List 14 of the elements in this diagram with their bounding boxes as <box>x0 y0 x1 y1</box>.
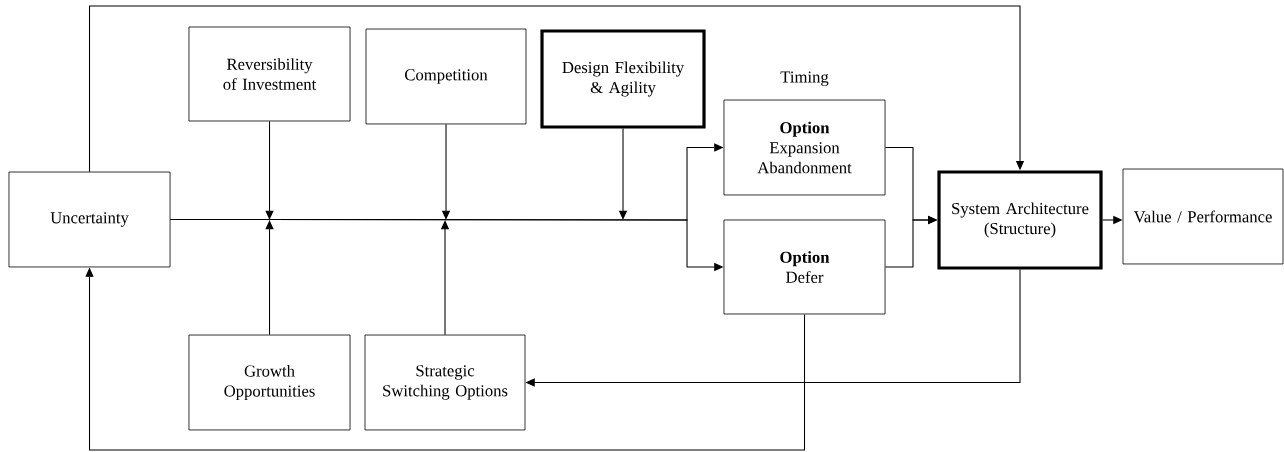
arrow <box>89 5 1025 173</box>
process-box: Design Flexibility & Agility <box>540 29 706 129</box>
process-box: Uncertainty <box>8 171 171 268</box>
group-heading: Timing <box>780 71 829 87</box>
process-box: Competition <box>365 28 527 125</box>
arrow <box>265 120 274 220</box>
process-box: Growth Opportunities <box>188 334 351 431</box>
process-box: Option Expansion Abandonment <box>723 99 886 196</box>
arrow <box>265 220 274 336</box>
process-box: Reversibility of Investment <box>188 26 351 122</box>
process-box: Option Defer <box>723 219 886 315</box>
process-box: Value / Performance <box>1122 168 1284 265</box>
process-box: Strategic Switching Options <box>364 334 526 431</box>
process-box: System Architecture (Structure) <box>937 170 1103 270</box>
